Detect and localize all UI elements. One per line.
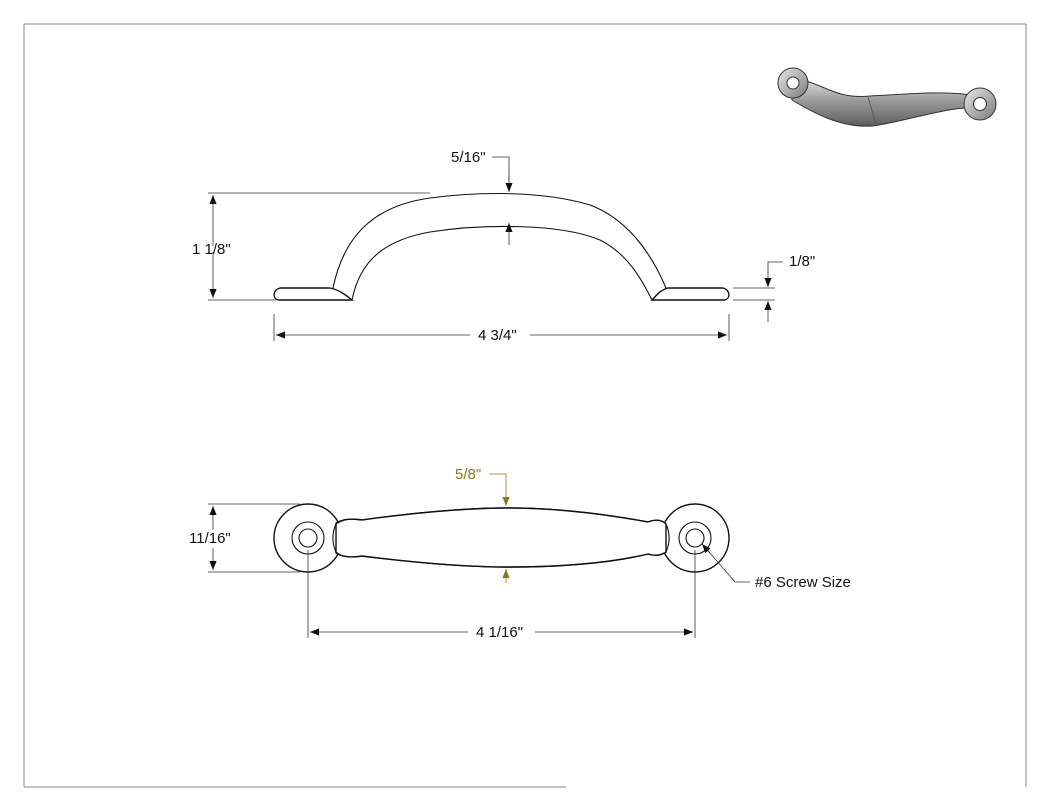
side-height-label: 1 1/8" <box>192 241 231 258</box>
top-width-label: 5/8" <box>455 466 481 483</box>
foot-thickness-label: 1/8" <box>789 253 815 270</box>
dimension-side-thickness: 5/16" <box>451 149 513 245</box>
center-to-center-label: 4 1/16" <box>476 624 523 641</box>
drawing-frame <box>23 23 1027 788</box>
dimension-top-width: 5/8" <box>455 466 510 583</box>
dimension-center-to-center: 4 1/16" <box>307 550 696 641</box>
handle-top-view <box>273 503 730 573</box>
handle-side-view <box>273 192 730 301</box>
base-width-label: 11/16" <box>189 530 231 547</box>
dimension-side-height: 1 1/8" <box>192 192 430 301</box>
overall-length-label: 4 3/4" <box>478 327 517 344</box>
screw-size-label: #6 Screw Size <box>755 574 851 591</box>
side-thickness-label: 5/16" <box>451 149 486 166</box>
dimension-overall-length: 4 3/4" <box>273 314 730 344</box>
screw-size-callout: #6 Screw Size <box>701 543 851 591</box>
dimension-foot-thickness: 1/8" <box>733 253 815 322</box>
handle-render-thumbnail <box>777 67 997 127</box>
dimension-base-width: 11/16" <box>189 503 300 573</box>
